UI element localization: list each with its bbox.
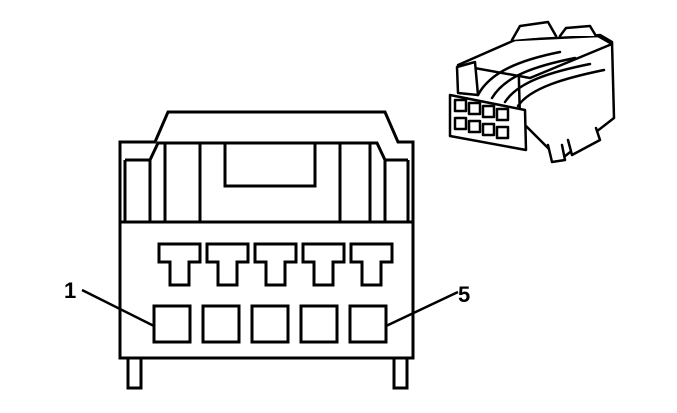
terminal-latch [253, 242, 298, 287]
iso-latch-arm [516, 68, 606, 108]
pin-1-leader-line [81, 288, 155, 328]
terminal-cavities [152, 304, 388, 344]
iso-terminal-opening [453, 98, 468, 113]
right-mount-pin [392, 354, 409, 390]
terminal-latch [301, 242, 346, 287]
locking-window [223, 143, 317, 188]
pin-5-leader-line [385, 290, 459, 328]
terminal-cavity-2 [201, 304, 241, 344]
iso-terminal-opening [481, 104, 496, 119]
iso-latch-arm [503, 62, 592, 104]
upper-inner-band [125, 141, 408, 162]
terminal-cavity-1 [152, 304, 192, 344]
terminal-cavity-3 [250, 304, 290, 344]
iso-terminal-opening [495, 125, 510, 140]
terminal-latch [157, 242, 202, 287]
terminal-latch [205, 242, 250, 287]
iso-latch-arm [490, 56, 577, 100]
connector-face-view [81, 110, 459, 390]
terminal-latches [157, 242, 394, 287]
iso-terminal-opening [453, 116, 468, 131]
connector-isometric-view [448, 20, 616, 164]
terminal-cavity-4 [299, 304, 339, 344]
iso-terminal-opening [481, 122, 496, 137]
iso-left-block [455, 60, 480, 97]
terminal-latch [349, 242, 394, 287]
terminal-cavity-5 [348, 304, 388, 344]
iso-top-clip [510, 20, 558, 42]
left-mount-pin [126, 354, 143, 390]
pin-label-first: 1 [64, 278, 76, 303]
pin-label-last: 5 [458, 282, 470, 307]
iso-foot [546, 143, 567, 164]
iso-foot [566, 126, 602, 157]
iso-terminal-opening [467, 119, 482, 134]
iso-terminal-opening [495, 107, 510, 122]
iso-top-clip [558, 24, 598, 38]
iso-latch-arm [476, 50, 562, 97]
iso-terminal-opening [467, 101, 482, 116]
